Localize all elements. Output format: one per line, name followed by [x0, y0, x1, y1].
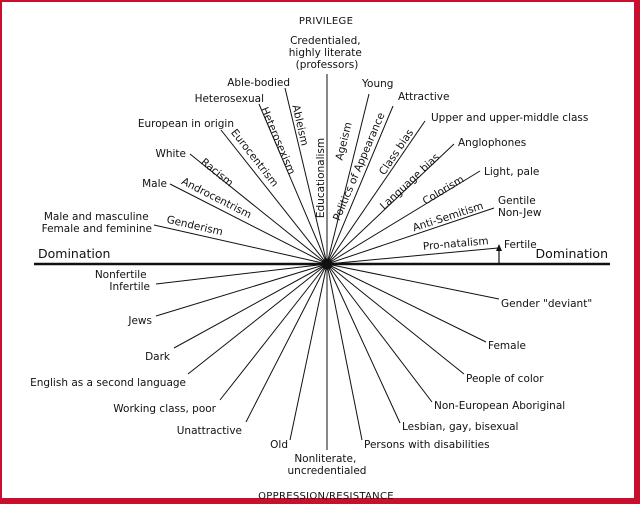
privilege-label-fertile: Fertile — [504, 239, 537, 251]
privilege-label-masculine: Male and masculine Female and feminine — [42, 211, 152, 235]
spoke-people-of-color — [326, 263, 465, 375]
oppression-label-nonliterate: Nonliterate, uncredentialed — [288, 453, 367, 477]
domination-label-left: Domination — [38, 246, 110, 261]
oppression-label-lgb: Lesbian, gay, bisexual — [402, 421, 518, 433]
privilege-label-light-pale: Light, pale — [484, 166, 539, 178]
spoke-working-class — [219, 263, 328, 401]
oppression-label-working-class: Working class, poor — [113, 403, 216, 415]
spoke-heterosexual — [258, 103, 328, 265]
spoke-male — [169, 183, 328, 265]
bias-label-ageism: Ageism — [334, 121, 355, 162]
privilege-label-anglophones: Anglophones — [458, 137, 526, 149]
bias-label-anti-semitism: Anti-Semitism — [411, 200, 485, 234]
oppression-label-gender-deviant: Gender "deviant" — [501, 298, 592, 310]
privilege-label-male: Male — [142, 178, 167, 190]
spoke-dark — [173, 263, 328, 349]
spoke-masculine — [153, 224, 328, 265]
spoke-white — [189, 153, 328, 265]
spoke-gentile — [326, 207, 495, 265]
privilege-title: PRIVILEGE — [299, 16, 353, 27]
spoke-able-bodied — [284, 87, 328, 265]
bias-label-educationalism: Educationalism — [315, 138, 327, 218]
bias-label-class-bias: Class bias — [377, 127, 416, 177]
spoke-nonfertile — [155, 263, 328, 285]
privilege-label-heterosexual: Heterosexual — [195, 93, 264, 105]
oppression-title: OPPRESSION/RESISTANCE — [258, 491, 394, 502]
spoke-attractive — [326, 105, 394, 265]
oppression-label-disabilities: Persons with disabilities — [364, 439, 490, 451]
privilege-label-european: European in origin — [138, 118, 234, 130]
privilege-label-white: White — [155, 148, 186, 160]
spoke-gender-deviant — [326, 263, 500, 300]
domination-label-right: Domination — [536, 246, 608, 261]
spoke-aboriginal — [326, 263, 433, 403]
privilege-label-credentialed: Credentialed, highly literate (professor… — [289, 35, 365, 71]
oppression-label-female: Female — [488, 340, 526, 352]
fertile-arrowhead — [496, 244, 502, 251]
oppression-label-jews: Jews — [127, 315, 152, 327]
oppression-label-unattractive: Unattractive — [177, 425, 242, 437]
spoke-unattractive — [245, 263, 328, 423]
privilege-label-upper-class: Upper and upper-middle class — [431, 112, 588, 124]
spoke-fertile — [326, 247, 499, 265]
oppression-label-esl: English as a second language — [30, 377, 186, 389]
wheel-hub — [321, 258, 333, 270]
spoke-european — [220, 129, 328, 265]
oppression-label-nonfertile: Nonfertile Infertile — [95, 269, 150, 293]
bias-label-pro-natalism: Pro-natalism — [422, 235, 489, 253]
spoke-upper-class — [326, 120, 426, 265]
oppression-label-old: Old — [270, 439, 288, 451]
spoke-lgb — [326, 263, 401, 424]
spoke-old — [289, 263, 328, 441]
oppression-label-aboriginal: Non-European Aboriginal — [434, 400, 565, 412]
spoke-young — [326, 93, 370, 265]
privilege-label-able-bodied: Able-bodied — [227, 77, 290, 89]
privilege-label-young: Young — [361, 78, 393, 90]
spoke-anglophones — [326, 143, 455, 265]
spoke-disabilities — [326, 263, 363, 441]
bias-label-colorism: Colorism — [421, 173, 467, 207]
oppression-label-people-of-color: People of color — [466, 373, 544, 385]
privilege-label-attractive: Attractive — [398, 91, 449, 103]
privilege-label-gentile: Gentile Non-Jew — [498, 195, 542, 219]
spoke-esl — [187, 263, 328, 375]
spoke-jews — [155, 263, 328, 317]
oppression-label-dark: Dark — [145, 351, 171, 363]
spoke-light-pale — [326, 170, 481, 265]
spoke-female — [326, 263, 487, 343]
bias-label-androcentrism: Androcentrism — [179, 176, 253, 222]
bias-label-ableism: Ableism — [289, 104, 310, 147]
